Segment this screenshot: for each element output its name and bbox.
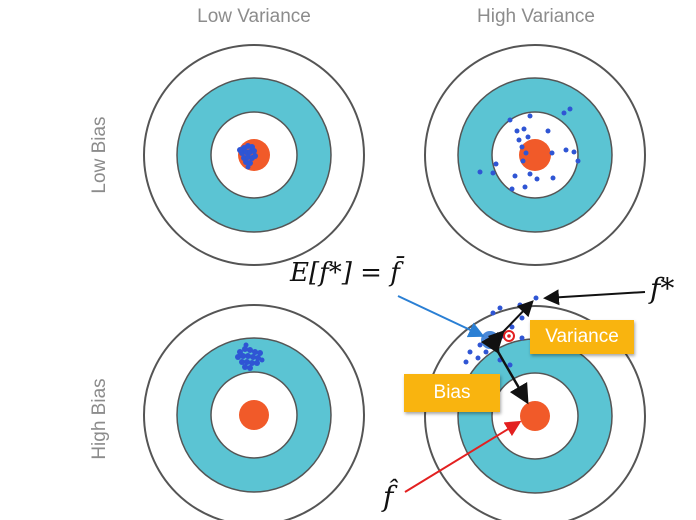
f-star-arrow <box>543 289 646 306</box>
mean-estimate-dot <box>481 331 499 349</box>
variance-arrow <box>487 300 534 348</box>
expected-value-arrow <box>397 295 485 338</box>
target-high-bias-low-variance <box>143 304 365 520</box>
column-label-low-variance: Low Variance <box>197 6 311 27</box>
variance-label: Variance <box>530 320 634 354</box>
column-label-high-variance: High Variance <box>477 6 595 27</box>
f-hat-label: f̂ <box>383 480 394 513</box>
dot-cluster <box>235 342 265 371</box>
dot-cluster <box>237 143 258 170</box>
target-low-bias-low-variance <box>143 44 365 266</box>
f-hat-arrow <box>404 420 522 493</box>
dot-scatter <box>477 106 581 192</box>
f-star-label: f* <box>650 272 675 305</box>
target-low-bias-high-variance <box>424 44 646 266</box>
bias-arrow <box>480 332 529 405</box>
expected-value-label: E[f*] = f̄ <box>290 258 400 288</box>
bias-label: Bias <box>404 374 500 412</box>
